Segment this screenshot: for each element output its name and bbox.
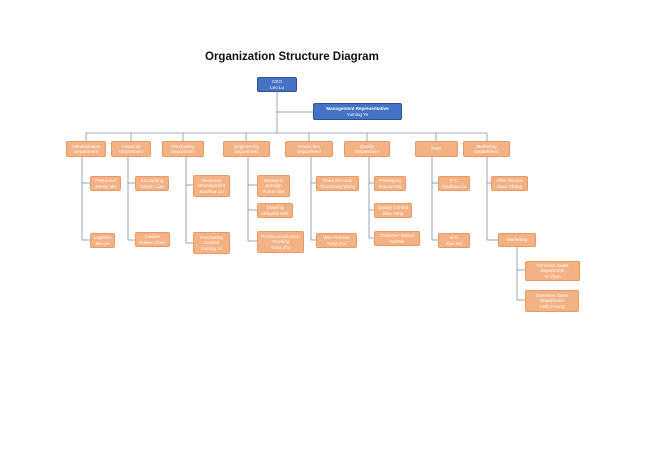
dept-pmc: PMC (415, 141, 458, 157)
unit-role: P C (450, 178, 458, 183)
dept-production: Production Department (285, 141, 333, 157)
unit-purchasing-control: Purchasing Control Yuming Ye (193, 232, 230, 254)
unit-name: Mingzhe Wei (261, 210, 289, 216)
unit-name: Yanyin Liao (140, 183, 164, 189)
unit-name: Yong Zhu (270, 244, 291, 250)
unit-name: Bin Liu (95, 240, 110, 246)
unit-overseas-sales: Overseas Sales Department Holly Huang (525, 290, 579, 312)
unit-role: Product Evaluation Tracking (261, 233, 300, 245)
page-title: Organization Structure Diagram (205, 51, 379, 63)
unit-role: Domestic Sales Department (536, 262, 569, 274)
unit-name: Yuquan Mo (378, 183, 402, 189)
mgmt-rep-role: Management Representative (326, 106, 389, 111)
unit-role: Resource Development (197, 177, 226, 189)
unit-name: Yuduo Wei (262, 188, 285, 194)
unit-cashier: Cashier Kuihen Chen (135, 232, 170, 247)
unit-product-evaluation: Product Evaluation Tracking Yong Zhu (257, 231, 304, 253)
dept-label: PMC (431, 146, 442, 152)
unit-drawing: Drawing Mingzhe Wei (257, 203, 293, 218)
dept-label: Quality Department (354, 143, 379, 155)
unit-role: Quality Control (377, 205, 409, 210)
unit-name: Yi Chen (544, 273, 561, 279)
unit-wet-process: Wet Process Yong Zhu (316, 233, 357, 248)
unit-domestic-sales: Domestic Sales Department Yi Chen (525, 261, 580, 281)
unit-accounting: Accounting Yanyin Liao (135, 176, 169, 191)
unit-name: Xiaohua Liu (199, 188, 224, 194)
ceo-role: CEO (272, 79, 282, 84)
unit-name: YanTan (389, 238, 405, 244)
unit-name: Yong Zhu (326, 240, 347, 246)
management-representative-box: Management Representative Yuming Ye (313, 103, 402, 120)
unit-role: Accounting (140, 178, 164, 183)
dept-label: Marketing Department (474, 143, 499, 155)
dept-label: Engineering Department (234, 143, 259, 155)
unit-name: Kuihen Chen (139, 239, 166, 245)
unit-logistics: Logistics Bin Liu (90, 233, 115, 248)
dept-label: Financial Department (118, 143, 143, 155)
unit-role: Wet Process (323, 235, 350, 240)
dept-purchasing: Purchasing Department (162, 141, 204, 157)
unit-name: Ziyu Ma (445, 240, 463, 246)
unit-marketing: Marketing (498, 233, 536, 247)
unit-role: Personnel (95, 178, 116, 183)
unit-after-service: After Service Saas Chang (491, 176, 528, 191)
dept-administration: Administration Department (66, 141, 106, 157)
unit-role: Purchasing Control (200, 234, 223, 246)
unit-name: Jeneiy Mo (95, 183, 116, 189)
dept-label: Administration Department (71, 143, 101, 155)
unit-mc: M C Ziyu Ma (438, 233, 470, 248)
unit-role: Drawing (266, 205, 284, 210)
unit-resource-development: Resource Development Xiaohua Liu (193, 175, 230, 197)
unit-name: Yuming Ye (200, 245, 223, 251)
unit-role: After Service (496, 178, 523, 183)
unit-customer-report: Customer Report YanTan (374, 231, 420, 246)
unit-packaging: Packaging Yuquan Mo (374, 176, 406, 191)
ceo-name: Leo Lu (269, 84, 285, 90)
unit-name: Saas Chang (496, 183, 523, 189)
unit-name: Biao Yang (382, 210, 404, 216)
unit-pc: P C Xiaohua Liu (438, 176, 470, 191)
mgmt-rep-name: Yuming Ye (346, 111, 369, 117)
unit-role: Logistics (93, 235, 112, 240)
unit-name: Chunxiang Wang (319, 183, 356, 189)
unit-dried-process: Dried Process Chunxiang Wang (316, 176, 359, 191)
unit-role: M C (449, 235, 459, 240)
dept-label: Purchasing Department (170, 143, 195, 155)
unit-personnel: Personnel Jeneiy Mo (90, 176, 121, 191)
unit-research-design: Research &design Yuduo Wei (257, 175, 290, 197)
dept-marketing: Marketing Department (463, 141, 510, 157)
dept-engineering: Engineering Department (223, 141, 270, 157)
unit-role: Overseas Sales Department (535, 292, 569, 304)
unit-role: Customer Report (379, 233, 415, 238)
dept-financial: Financial Department (111, 141, 151, 157)
unit-role: Marketing (506, 237, 528, 243)
unit-role: Packaging (379, 178, 401, 183)
unit-quality-control: Quality Control Biao Yang (374, 203, 412, 218)
unit-name: Holly Huang (539, 303, 565, 309)
unit-role: Cashier (144, 234, 161, 239)
dept-label: Production Department (296, 143, 321, 155)
ceo-box: CEO Leo Lu (257, 77, 297, 92)
unit-role: Dried Process (323, 178, 352, 183)
unit-role: Research &design (263, 177, 284, 189)
dept-quality: Quality Department (344, 141, 390, 157)
unit-name: Xiaohua Liu (441, 183, 467, 189)
